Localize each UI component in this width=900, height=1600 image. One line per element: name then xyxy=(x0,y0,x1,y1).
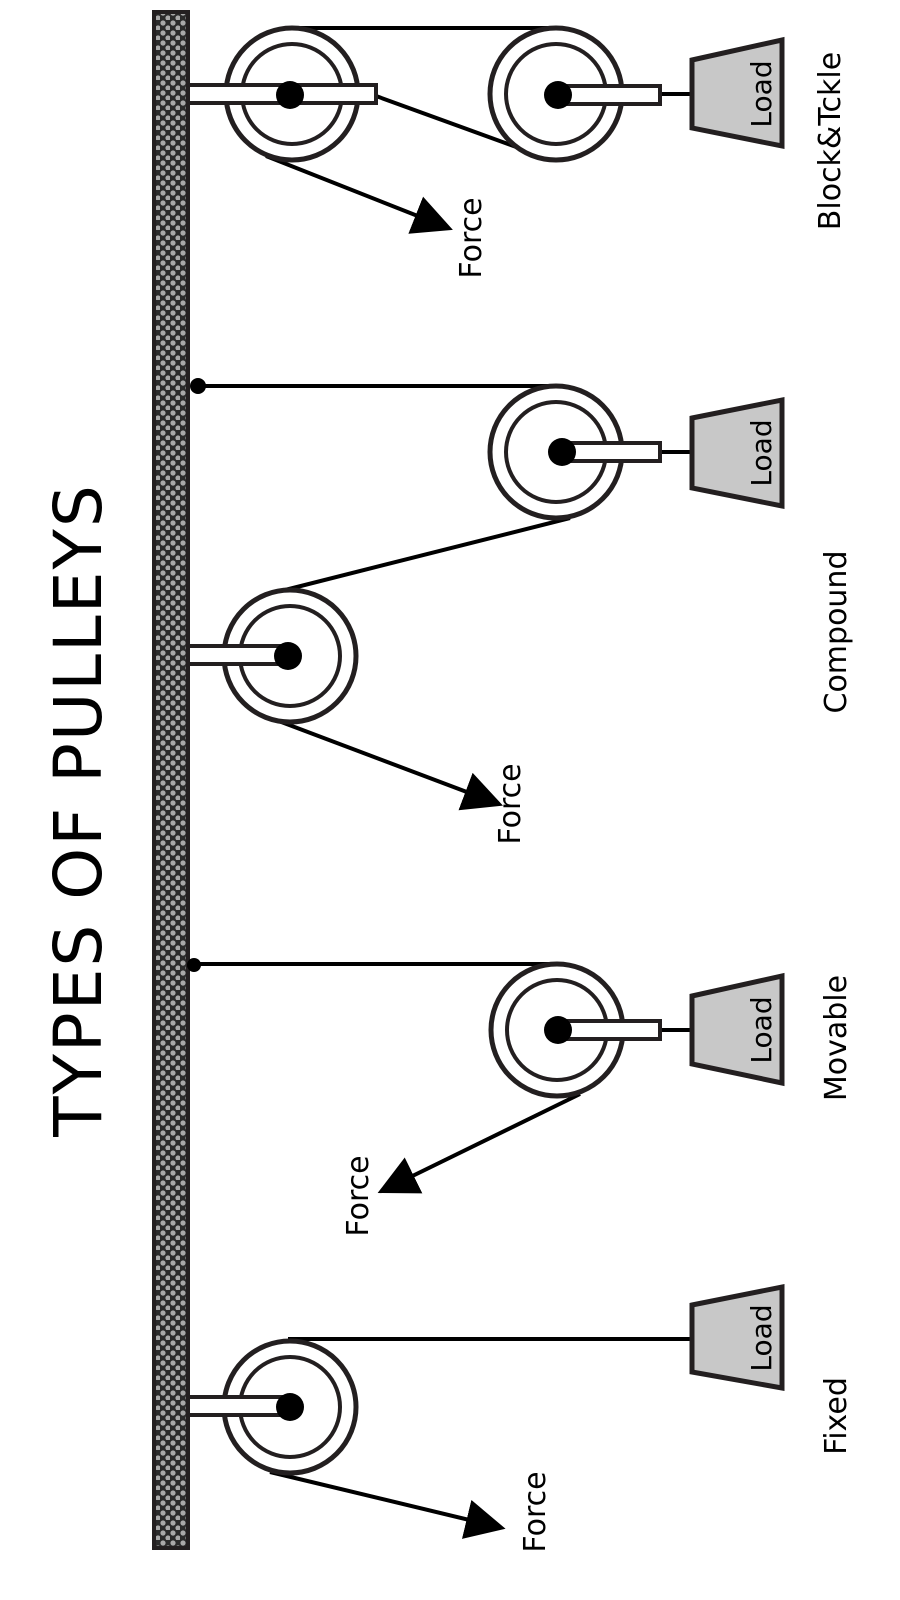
force-label: Force xyxy=(493,763,528,844)
movable-pulley-system: Load Force Movable xyxy=(187,958,854,1237)
force-arrow xyxy=(265,154,453,234)
pulley-type-label-movable: Movable xyxy=(819,975,854,1101)
pulley-axle xyxy=(548,438,576,466)
pulley-axle xyxy=(274,642,302,670)
pulley-axle xyxy=(544,1016,572,1044)
load-weight xyxy=(689,36,785,150)
load-label: Load xyxy=(745,996,778,1063)
compound-pulley-system: Load Force Compound xyxy=(186,378,854,845)
rope xyxy=(284,516,571,592)
pulley-mount xyxy=(186,1395,290,1417)
pulley-bracket xyxy=(560,84,662,106)
rope-anchor xyxy=(190,378,206,394)
pulley-type-label-fixed: Fixed xyxy=(819,1377,854,1455)
fixed-pulley-system: Load Force Fixed xyxy=(186,1283,854,1553)
force-label: Force xyxy=(341,1155,376,1236)
load-label: Load xyxy=(745,60,778,127)
load-weight xyxy=(689,1283,785,1391)
pulley-axle xyxy=(276,81,304,109)
load-label: Load xyxy=(745,1304,778,1371)
pulley-bracket xyxy=(558,1019,662,1041)
rope-anchor xyxy=(187,958,201,972)
ceiling-beam xyxy=(152,10,190,1550)
page-title: TYPES OF PULLEYS xyxy=(40,483,117,1137)
pulley-type-label-block-tackle: Block&Tckle xyxy=(813,52,848,230)
block-tackle-pulley-system: Load Force Block&Tckle xyxy=(186,25,848,279)
pulley-axle xyxy=(544,81,572,109)
force-arrow xyxy=(269,1470,506,1539)
force-label: Force xyxy=(454,197,489,278)
pulley-mount xyxy=(186,644,288,666)
pulley-type-label-compound: Compound xyxy=(819,551,854,714)
load-weight xyxy=(689,972,785,1087)
pulley-bracket xyxy=(560,441,662,463)
load-weight xyxy=(689,396,785,510)
force-arrow xyxy=(275,718,503,811)
pulley-axle xyxy=(276,1393,304,1421)
force-label: Force xyxy=(518,1471,553,1552)
force-arrow xyxy=(377,1092,581,1194)
load-label: Load xyxy=(745,419,778,486)
